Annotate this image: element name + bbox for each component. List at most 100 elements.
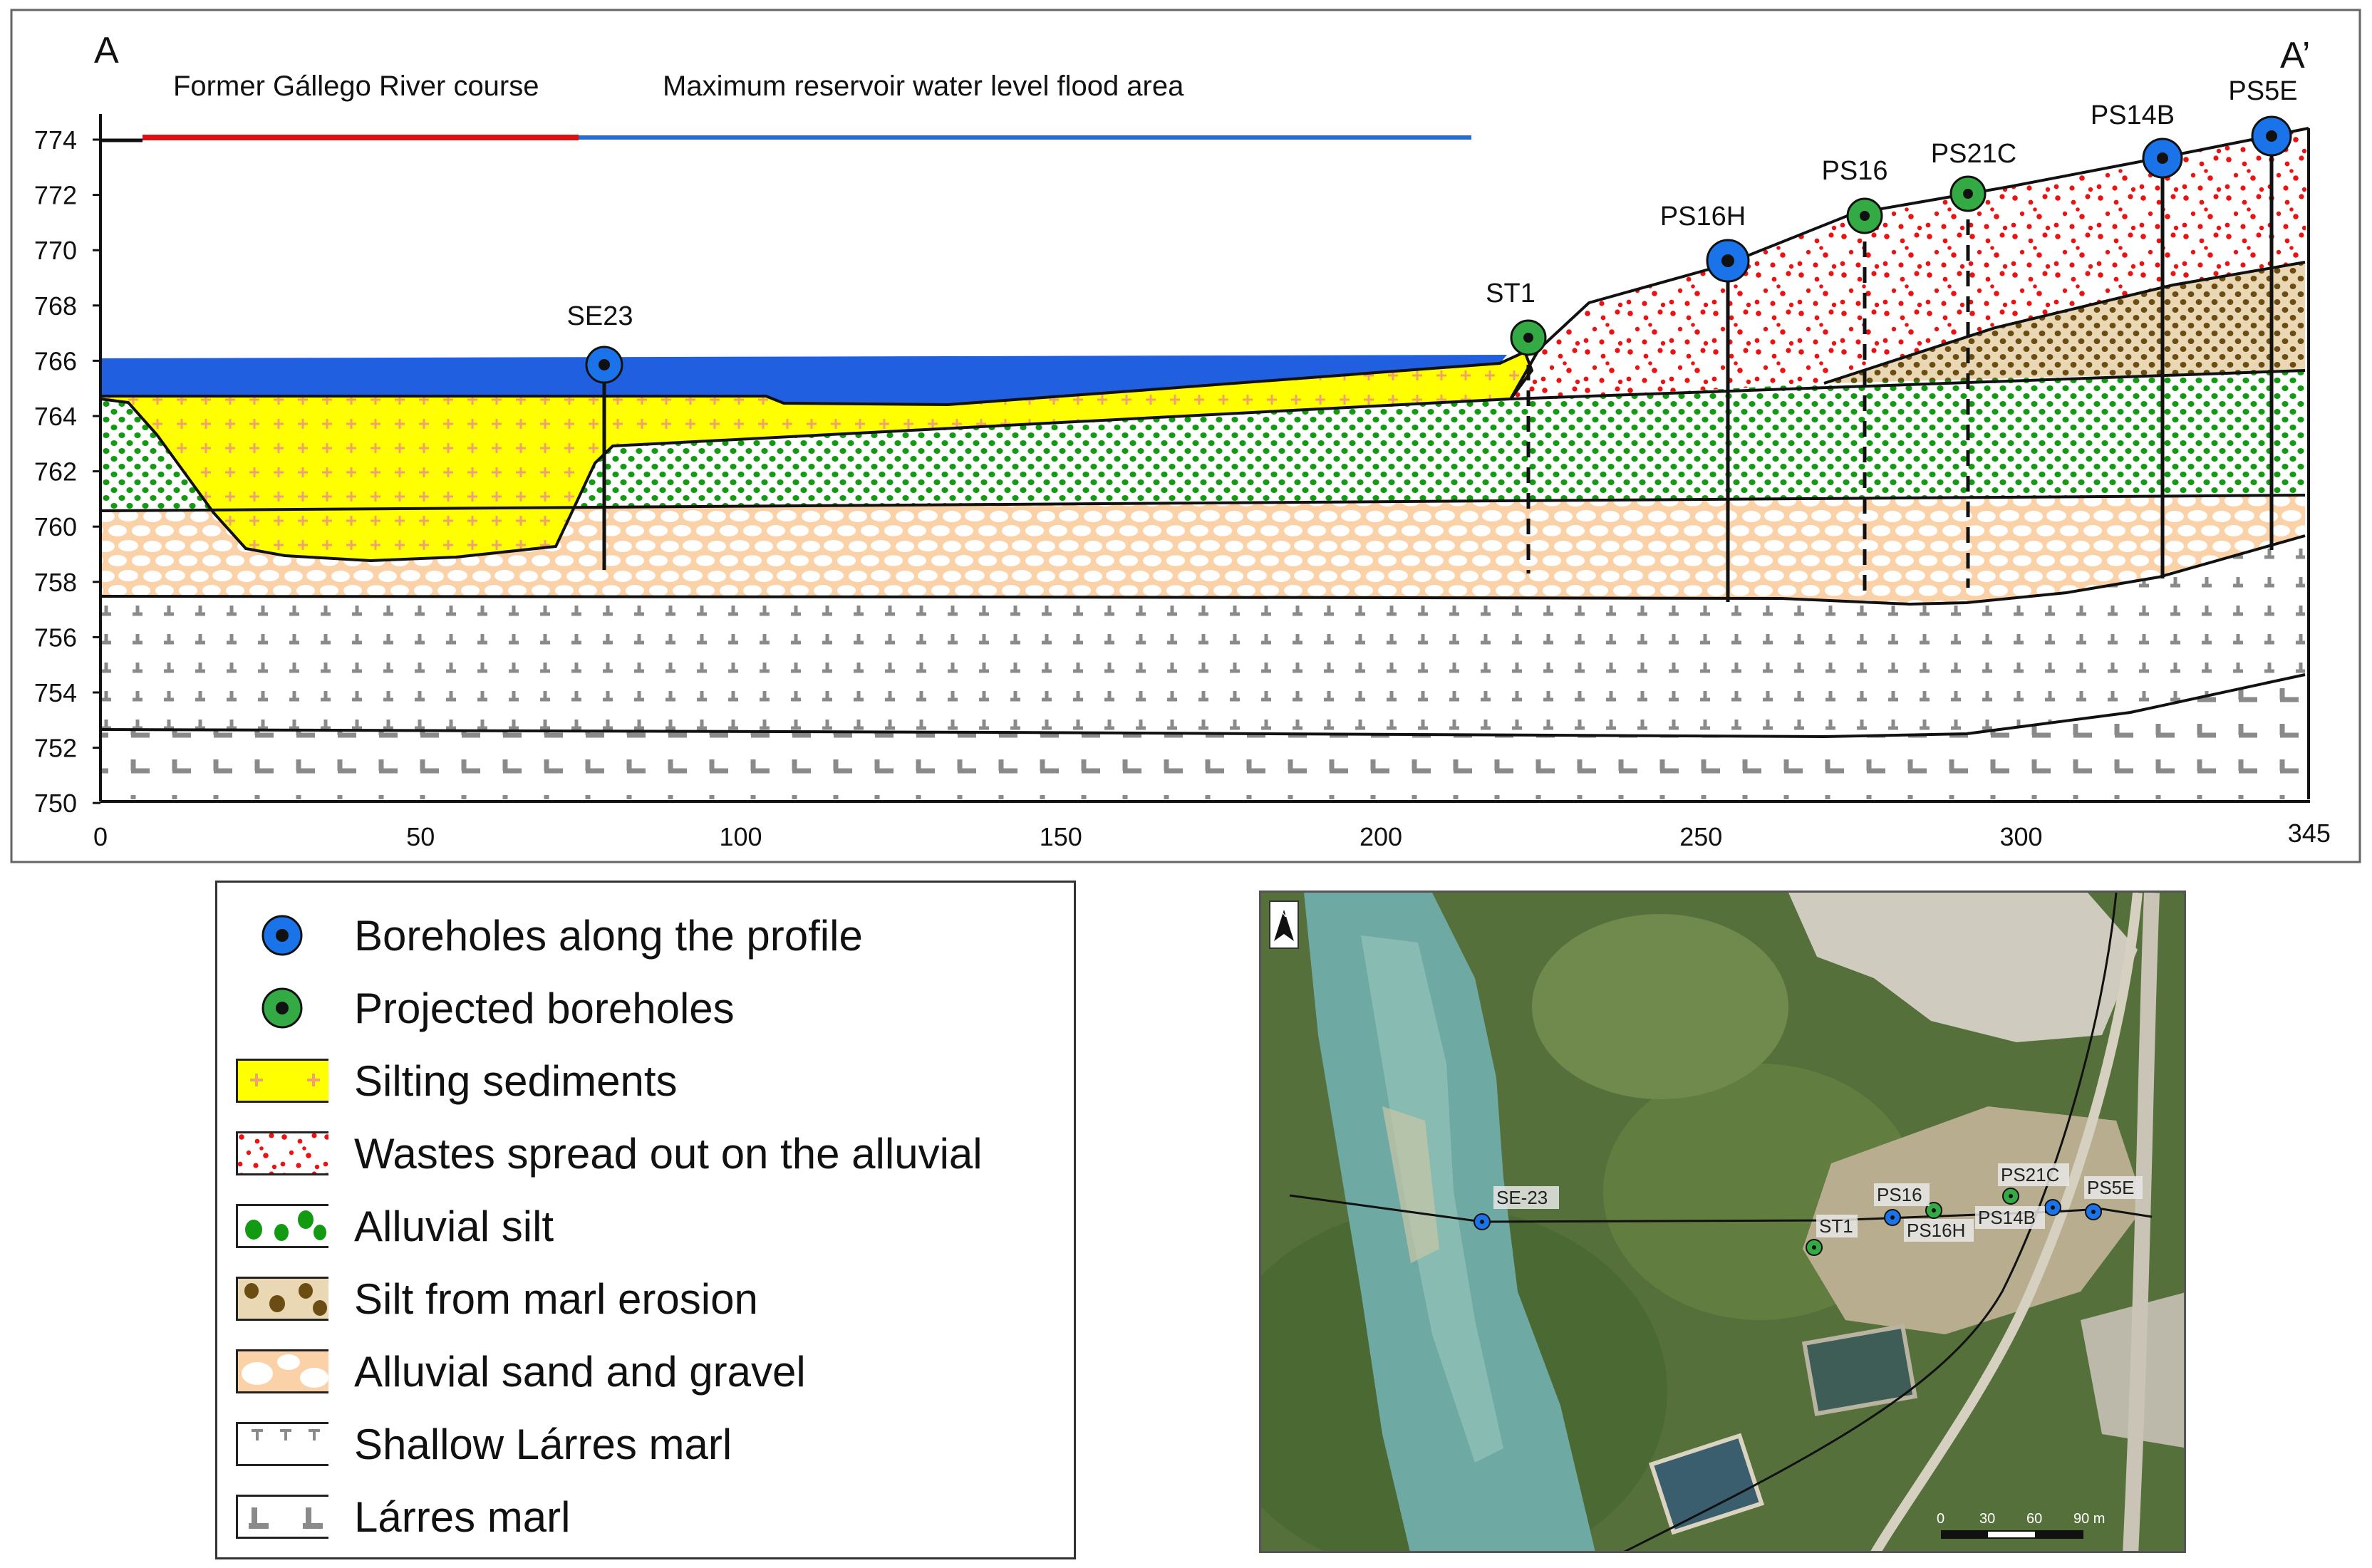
borehole-projected-icon (261, 987, 303, 1029)
borehole-PS14B (2142, 137, 2183, 179)
aerial-location-map: N SE-23 ST1 PS16 PS16H PS21C PS14B PS5E (1259, 891, 2186, 1553)
map-point-ST1 (1806, 1239, 1823, 1256)
map-point-PS16H (1925, 1202, 1942, 1219)
silt-marl-erosion-layer (1824, 262, 2305, 383)
borehole-label-PS21C: PS21C (1931, 139, 2016, 169)
map-point-PS14B (2044, 1199, 2061, 1216)
legend-item: Shallow Lárres marl (236, 1412, 732, 1476)
north-label: N (1280, 908, 1287, 919)
legend-label: Silting sediments (354, 1056, 678, 1105)
former-course-label: Former Gállego River course (173, 71, 539, 102)
legend-label: Shallow Lárres marl (354, 1420, 732, 1468)
map-point-PS5E (2085, 1203, 2102, 1220)
map-boundary-line (1623, 893, 2118, 1551)
map-label-PS16H: PS16H (1907, 1220, 1965, 1241)
map-scale-bar: 0 30 60 90 m (1937, 1511, 2105, 1539)
y-tick-label: 754 (34, 678, 77, 707)
larres-marl-layer (100, 675, 2305, 799)
y-tick-label: 750 (34, 789, 77, 818)
borehole-label-PS16H: PS16H (1660, 202, 1746, 232)
y-tick-label: 768 (34, 291, 77, 321)
shallow-marl-swatch (236, 1422, 328, 1466)
map-label-PS16: PS16 (1877, 1184, 1922, 1205)
x-tick-label: 250 (1679, 822, 1722, 851)
map-point-PS16 (1884, 1209, 1901, 1226)
legend-item: Silt from marl erosion (236, 1267, 758, 1331)
y-tick-label: 772 (34, 181, 77, 210)
map-pond-upper (1801, 1324, 1918, 1416)
silting-sediments-swatch (236, 1059, 328, 1103)
north-arrow (1269, 900, 1299, 949)
y-tick-label: 774 (34, 125, 77, 155)
map-point-PS21C (2002, 1188, 2019, 1205)
scale-label: 60 (2026, 1511, 2042, 1527)
y-tick-label: 770 (34, 236, 77, 265)
borehole-along-icon (261, 915, 303, 956)
legend-label: Silt from marl erosion (354, 1274, 758, 1323)
geological-cross-section: 774772770768766764762760758756754752750 … (10, 9, 2361, 863)
borehole-label-PS14B: PS14B (2091, 100, 2175, 130)
silt-marl-erosion-swatch (236, 1277, 328, 1321)
scale-label: 30 (1979, 1511, 1995, 1527)
borehole-PS5E (2251, 115, 2292, 157)
scale-label: 90 m (2073, 1511, 2105, 1527)
y-tick-label: 762 (34, 457, 77, 487)
borehole-PS16 (1846, 197, 1883, 234)
map-label-PS21C: PS21C (2001, 1164, 2059, 1185)
legend-label: Alluvial silt (354, 1202, 554, 1250)
alluvial-sand-gravel-layer (100, 495, 2305, 604)
legend-label: Wastes spread out on the alluvial (354, 1129, 983, 1178)
y-tick-label: 760 (34, 512, 77, 541)
y-tick-label: 766 (34, 346, 77, 375)
layer-boundaries (100, 127, 2310, 799)
y-tick-label: 752 (34, 734, 77, 763)
map-label-SE-23: SE-23 (1496, 1187, 1548, 1208)
legend-item: Lárres marl (236, 1485, 570, 1549)
x-tick-label: 300 (1999, 822, 2042, 851)
map-label-PS14B: PS14B (1978, 1207, 2036, 1228)
map-road (1870, 893, 2143, 1551)
borehole-ST1 (1510, 319, 1547, 356)
section-end-label: A’ (2280, 35, 2310, 76)
x-tick-label: 100 (719, 822, 762, 851)
reservoir-water (100, 355, 1507, 405)
x-tick-label: 150 (1040, 822, 1082, 851)
borehole-label-ST1: ST1 (1486, 279, 1535, 308)
legend-item: Boreholes along the profile (236, 903, 863, 967)
legend-label: Lárres marl (354, 1492, 571, 1541)
legend-item: Projected boreholes (236, 976, 735, 1040)
map-point-SE-23 (1474, 1213, 1491, 1230)
legend-label: Projected boreholes (354, 984, 735, 1032)
scale-label: 0 (1937, 1511, 1944, 1527)
borehole-label-PS5E: PS5E (2228, 76, 2297, 106)
x-tick-label: 200 (1360, 822, 1402, 851)
legend-item: Alluvial sand and gravel (236, 1339, 806, 1403)
borehole-PS21C (1949, 175, 1987, 212)
y-tick-label: 764 (34, 402, 77, 431)
map-quarry-area (1788, 893, 2138, 1042)
borehole-PS16H (1706, 239, 1750, 283)
y-tick-label: 756 (34, 623, 77, 652)
x-tick-label: 345 (2288, 819, 2331, 848)
wastes-swatch (236, 1131, 328, 1175)
map-label-PS5E: PS5E (2087, 1177, 2135, 1198)
section-frame (10, 9, 2361, 863)
legend-label: Alluvial sand and gravel (354, 1347, 806, 1396)
legend-item: Alluvial silt (236, 1194, 554, 1258)
map-profile-line (1289, 1194, 2153, 1223)
borehole-SE23 (585, 346, 623, 384)
legend-item: Silting sediments (236, 1049, 678, 1113)
legend-label: Boreholes along the profile (354, 911, 863, 960)
larres-marl-swatch (236, 1495, 328, 1539)
borehole-shafts (602, 136, 2274, 602)
borehole-label-PS16: PS16 (1822, 156, 1888, 186)
borehole-label-SE23: SE23 (567, 301, 633, 331)
map-label-ST1: ST1 (1819, 1215, 1853, 1237)
flood-area-label: Maximum reservoir water level flood area (663, 71, 1184, 102)
map-pond-lower (1648, 1433, 1765, 1535)
x-tick-label: 0 (93, 822, 108, 851)
legend-item: Wastes spread out on the alluvial (236, 1121, 983, 1185)
sand-gravel-swatch (236, 1349, 328, 1393)
shallow-marl-layer (100, 536, 2305, 737)
y-tick-label: 758 (34, 568, 77, 597)
